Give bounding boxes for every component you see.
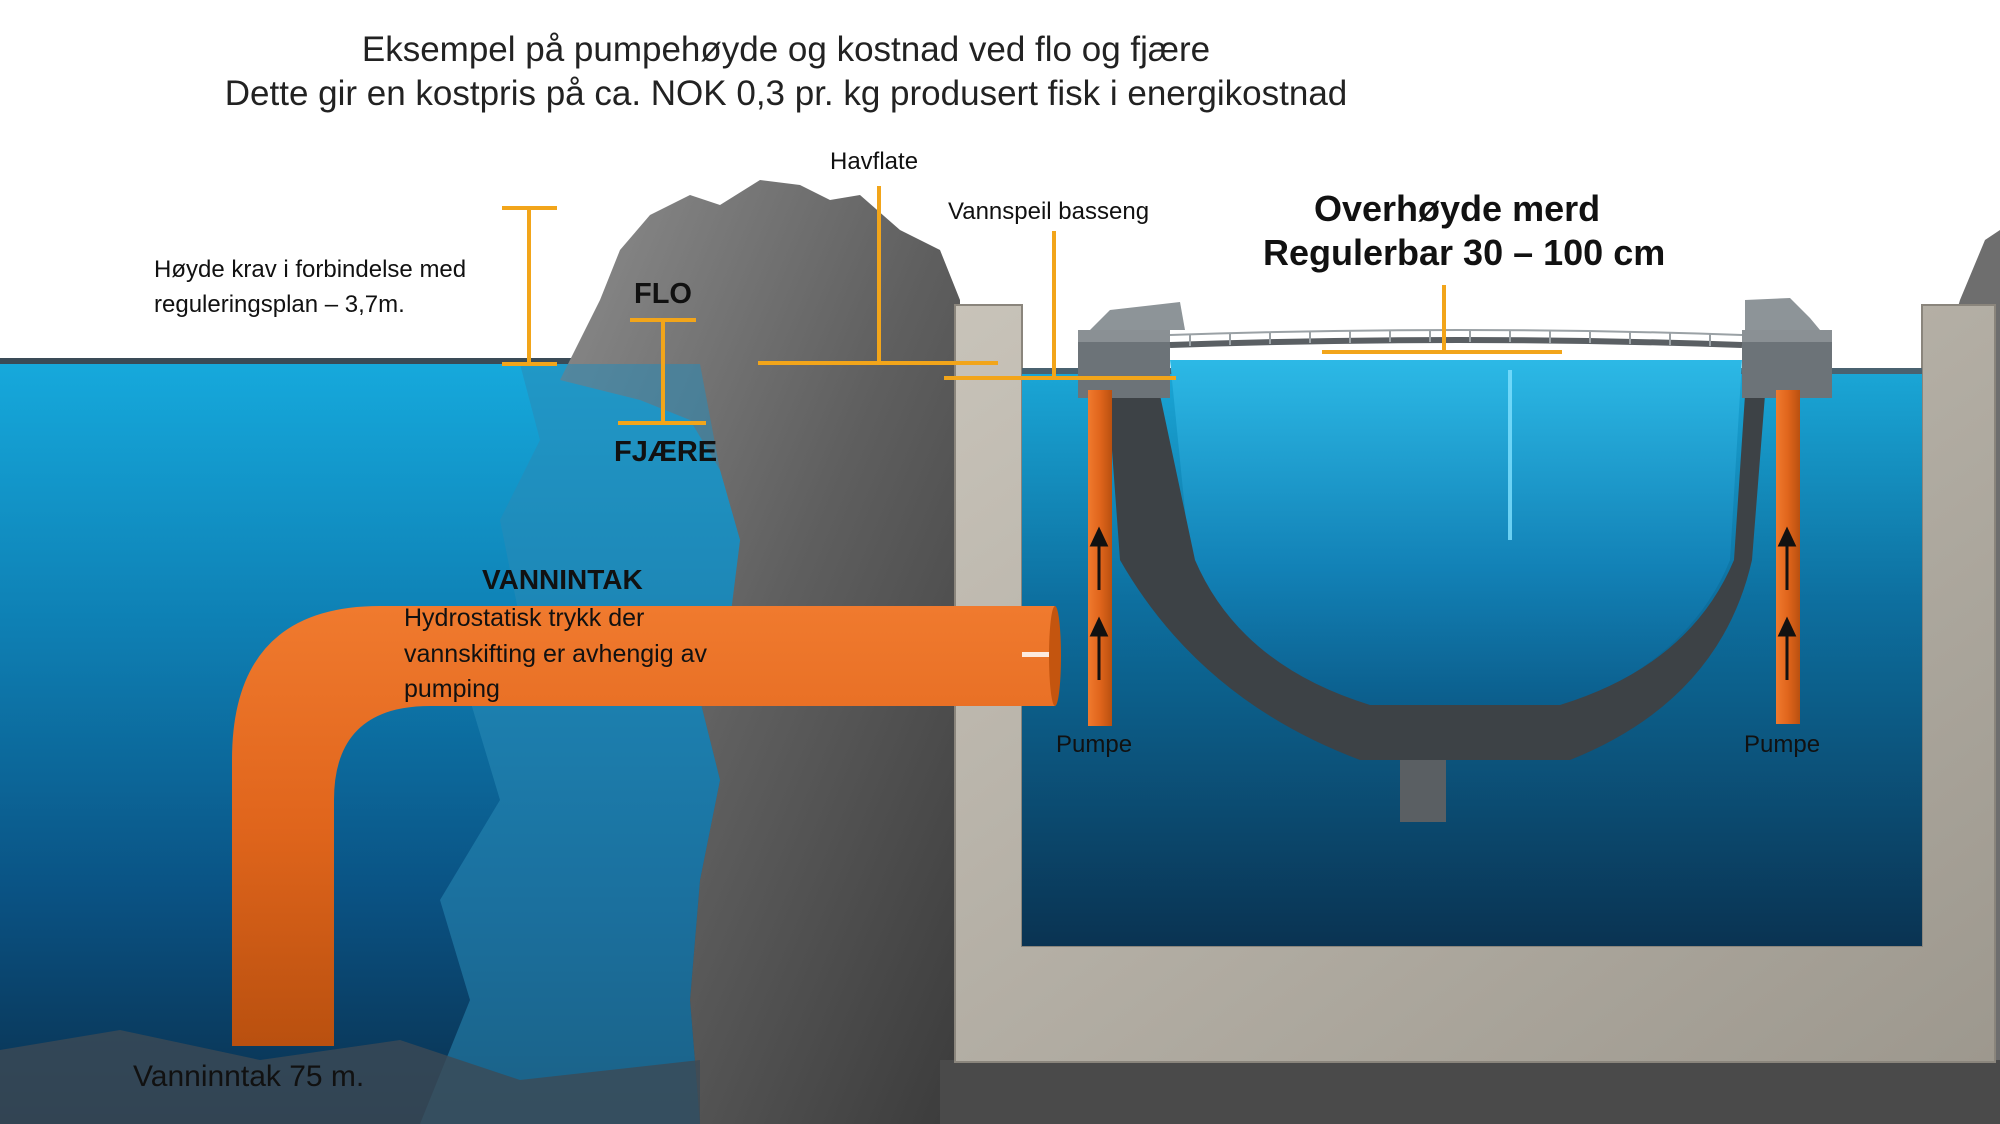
hoyde-krav-label-2: reguleringsplan – 3,7m. [154,291,405,318]
pump-left-label: Pumpe [1056,731,1133,758]
walkway [1169,337,1743,348]
pump-right-label: Pumpe [1744,731,1821,758]
flo-label: FLO [634,278,692,310]
ground [940,1060,2000,1124]
fjaere-label: FJÆRE [614,436,718,468]
marker-lines [502,186,1562,425]
vannspeil-label: Vannspeil basseng [948,198,1150,225]
seabed-rock [0,1030,700,1124]
havflate-label: Havflate [830,148,919,175]
cage-water [1170,360,1742,710]
hydro-label-1: Hydrostatisk trykk der [404,604,645,632]
intake-depth-label: Vanninntak 75 m. [133,1060,365,1093]
hydro-label-2: vannskifting er avhengig av [404,640,707,668]
underwater-rock [420,364,740,1124]
hoyde-krav-label-1: Høyde krav i forbindelse med [154,256,467,283]
intake-pipe [232,606,1055,1046]
sea-surface [0,358,960,364]
overhoyde-range-label: Regulerbar 30 – 100 cm [1263,232,1666,273]
overhoyde-label: Overhøyde merd [1314,188,1601,229]
title-line-2: Dette gir en kostpris på ca. NOK 0,3 pr.… [224,74,1348,113]
title-line-1: Eksempel på pumpehøyde og kostnad ved fl… [361,30,1211,69]
vanninntak-heading: VANNINTAK [482,564,643,595]
cage-drain [1400,760,1446,822]
hydro-label-3: pumping [404,675,500,703]
cage-hull [1108,395,1765,760]
